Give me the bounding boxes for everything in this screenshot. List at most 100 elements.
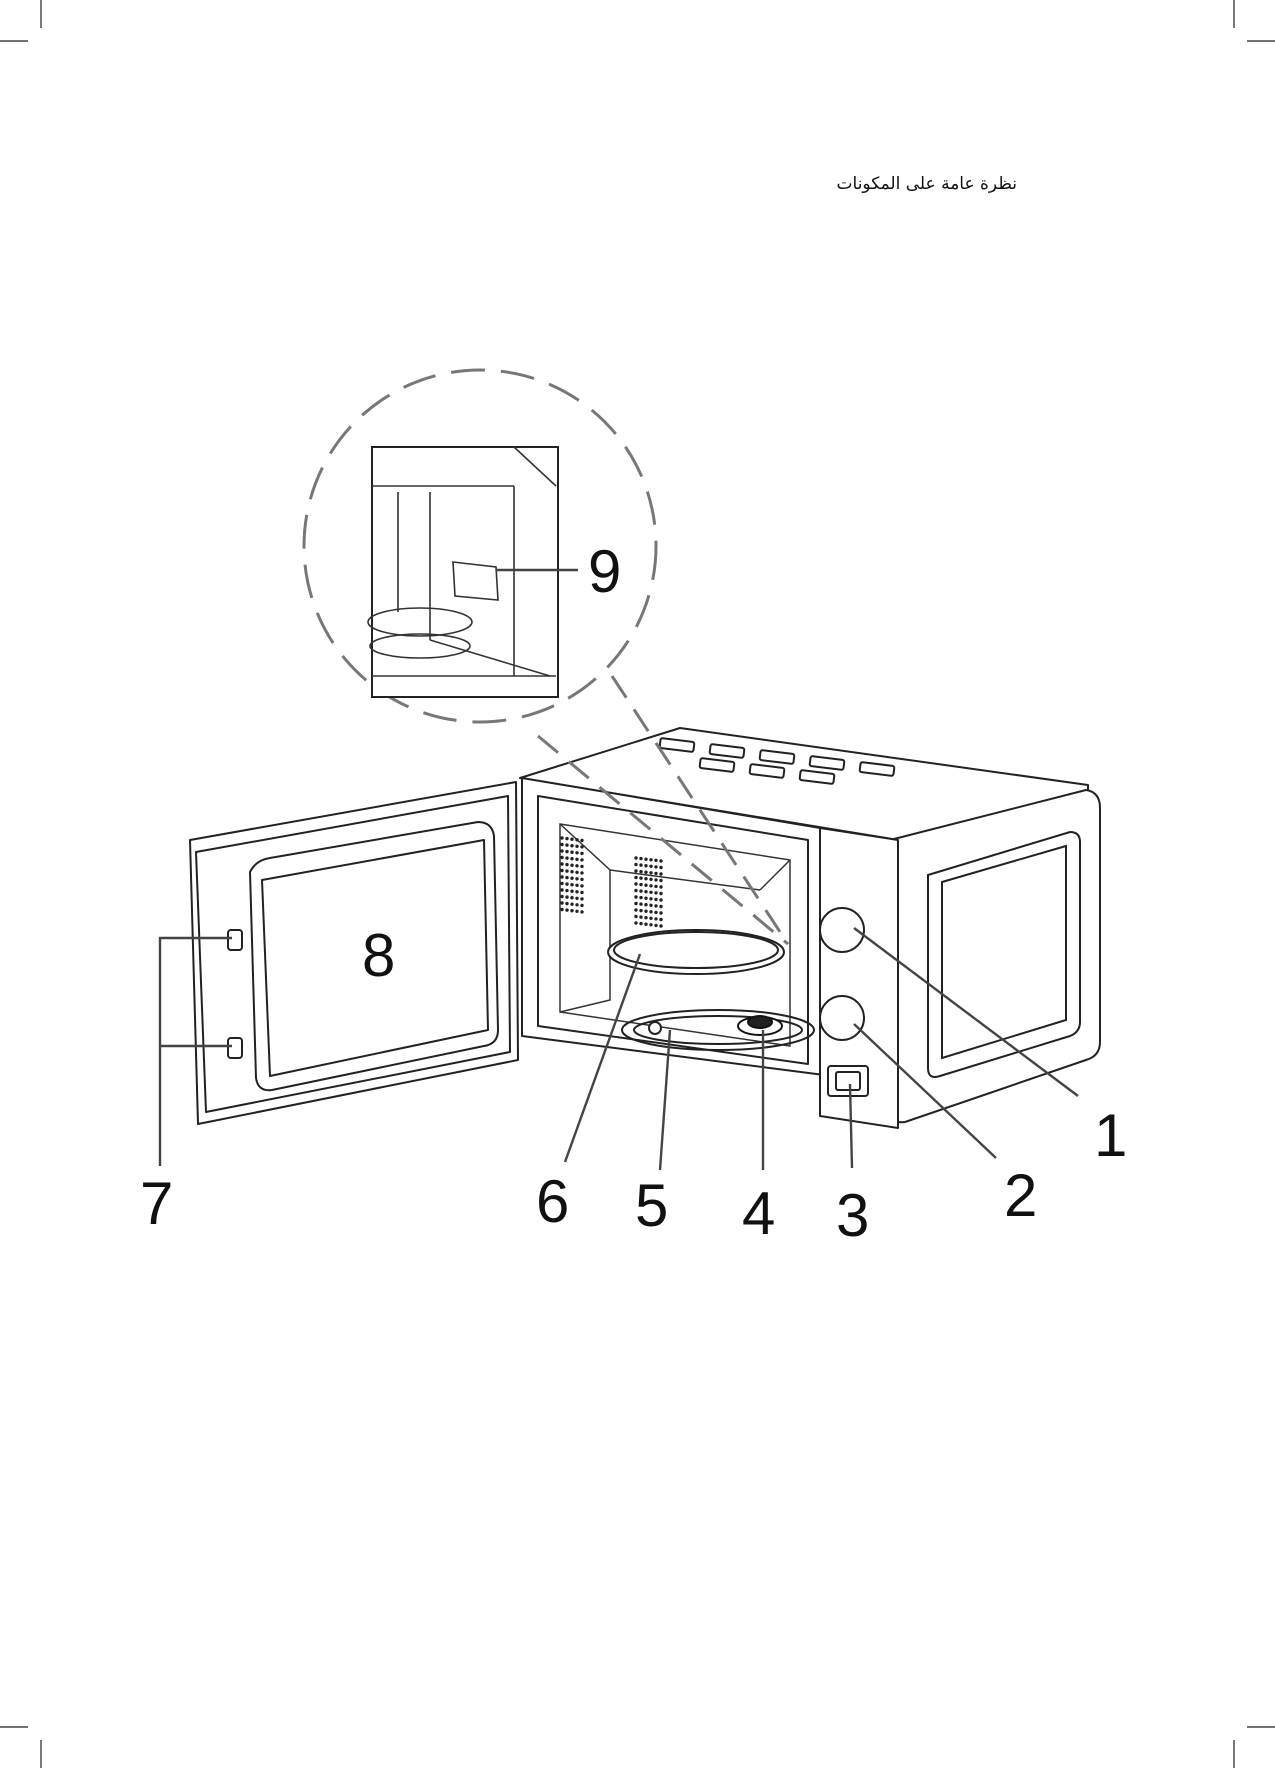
vent-hole — [654, 872, 657, 875]
vent-hole — [634, 869, 637, 872]
vent-hole — [580, 897, 583, 900]
vent-hole — [644, 877, 647, 880]
vent-hole — [580, 904, 583, 907]
vent-hole — [575, 897, 578, 900]
vent-hole — [580, 878, 583, 881]
vent-hole — [560, 882, 563, 885]
vent-hole — [565, 869, 568, 872]
vent-hole — [639, 883, 642, 886]
vent-hole — [570, 883, 573, 886]
callout-2: 2 — [1004, 1162, 1037, 1229]
vent-hole — [644, 916, 647, 919]
vent-hole — [570, 844, 573, 847]
vent-hole — [575, 877, 578, 880]
vent-hole — [575, 851, 578, 854]
vent-hole — [654, 911, 657, 914]
vent-hole — [644, 910, 647, 913]
vent-hole — [565, 837, 568, 840]
vent-hole — [575, 910, 578, 913]
vent-hole — [560, 888, 563, 891]
callout-6: 6 — [536, 1168, 569, 1235]
vent-hole — [649, 897, 652, 900]
timer-knob — [820, 996, 864, 1040]
vent-hole — [570, 909, 573, 912]
vent-hole — [654, 885, 657, 888]
vent-hole — [565, 882, 568, 885]
callout-1: 1 — [1094, 1102, 1127, 1169]
vent-hole — [659, 859, 662, 862]
vent-hole — [644, 864, 647, 867]
vent-hole — [644, 897, 647, 900]
vent-hole — [639, 915, 642, 918]
vent-hole — [575, 858, 578, 861]
vent-hole — [639, 870, 642, 873]
vent-hole — [580, 845, 583, 848]
vent-hole — [659, 905, 662, 908]
vent-hole — [659, 892, 662, 895]
callout-3: 3 — [836, 1182, 869, 1249]
vent-hole — [560, 895, 563, 898]
vent-hole — [639, 857, 642, 860]
vent-hole — [649, 923, 652, 926]
vent-hole — [580, 891, 583, 894]
vent-hole — [570, 903, 573, 906]
callout-7: 7 — [140, 1170, 173, 1237]
vent-hole — [565, 843, 568, 846]
vent-hole — [570, 857, 573, 860]
vent-hole — [639, 922, 642, 925]
vent-hole — [560, 908, 563, 911]
vent-hole — [639, 902, 642, 905]
vent-hole — [654, 878, 657, 881]
vent-hole — [560, 843, 563, 846]
vent-hole — [565, 850, 568, 853]
vent-hole — [565, 895, 568, 898]
vent-hole — [580, 858, 583, 861]
vent-hole — [659, 918, 662, 921]
callout-4: 4 — [742, 1180, 775, 1247]
vent-hole — [659, 898, 662, 901]
vent-hole — [649, 904, 652, 907]
vent-hole — [654, 917, 657, 920]
vent-hole — [560, 901, 563, 904]
vent-hole — [634, 921, 637, 924]
vent-hole — [565, 856, 568, 859]
callout-5: 5 — [635, 1172, 668, 1239]
vent-hole — [575, 871, 578, 874]
vent-hole — [560, 836, 563, 839]
vent-hole — [639, 909, 642, 912]
vent-hole — [560, 875, 563, 878]
callout-8: 8 — [362, 922, 395, 989]
vent-hole — [560, 849, 563, 852]
vent-hole — [634, 876, 637, 879]
vent-hole — [649, 910, 652, 913]
vent-hole — [565, 908, 568, 911]
vent-hole — [565, 876, 568, 879]
vent-hole — [580, 852, 583, 855]
vent-hole — [649, 858, 652, 861]
vent-hole — [570, 851, 573, 854]
vent-hole — [570, 890, 573, 893]
vent-hole — [634, 915, 637, 918]
vent-hole — [560, 862, 563, 865]
vent-hole — [649, 917, 652, 920]
vent-hole — [570, 870, 573, 873]
vent-hole — [659, 866, 662, 869]
vent-hole — [580, 884, 583, 887]
mica-cover-plate — [453, 562, 498, 600]
vent-hole — [570, 838, 573, 841]
vent-hole — [649, 884, 652, 887]
vent-hole — [649, 865, 652, 868]
vent-hole — [575, 903, 578, 906]
vent-hole — [644, 903, 647, 906]
vent-hole — [580, 871, 583, 874]
vent-hole — [575, 845, 578, 848]
vent-hole — [634, 889, 637, 892]
vent-hole — [659, 924, 662, 927]
vent-hole — [634, 856, 637, 859]
vent-hole — [634, 863, 637, 866]
vent-hole — [644, 884, 647, 887]
vent-hole — [654, 924, 657, 927]
vent-hole — [634, 908, 637, 911]
